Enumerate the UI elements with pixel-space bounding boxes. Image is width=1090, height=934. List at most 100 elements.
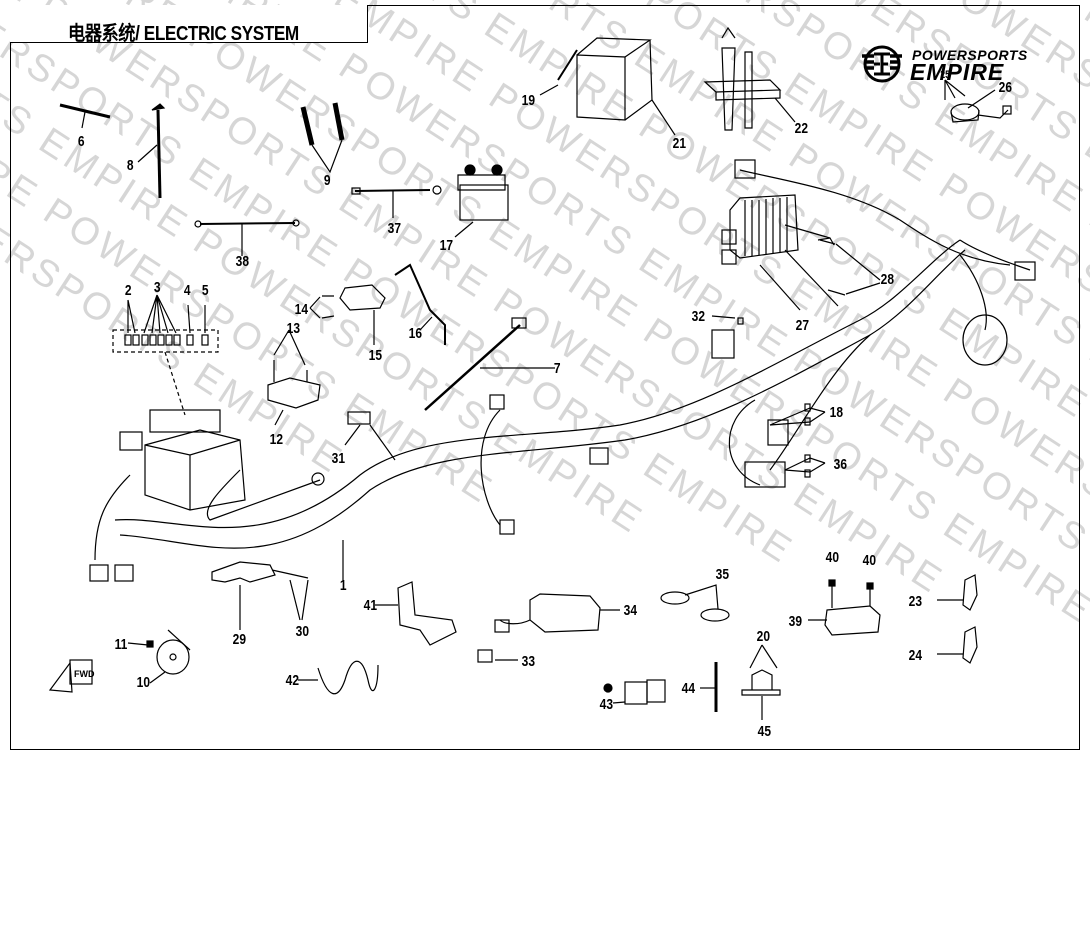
callout-39[interactable]: 39	[788, 613, 803, 630]
callout-21[interactable]: 21	[672, 135, 687, 152]
callout-2[interactable]: 2	[124, 282, 132, 299]
part-31-relay[interactable]	[344, 411, 396, 461]
part-8-cable-clip[interactable]	[137, 103, 166, 199]
part-21-battery[interactable]	[539, 37, 676, 136]
callout-33[interactable]: 33	[521, 653, 536, 670]
fuse-box[interactable]	[119, 409, 246, 511]
callout-10[interactable]: 10	[136, 674, 151, 691]
part-32-clip[interactable]	[711, 315, 744, 359]
part-41-bracket[interactable]	[375, 581, 457, 646]
brand-line1: POWERSPORTS	[912, 47, 1028, 63]
part-36-clip[interactable]	[744, 454, 826, 488]
part-7-cable-tie[interactable]	[424, 317, 555, 411]
callout-8[interactable]: 8	[126, 157, 134, 174]
callout-43[interactable]: 43	[599, 696, 614, 713]
callout-12[interactable]: 12	[269, 431, 284, 448]
callout-38[interactable]: 38	[235, 253, 250, 270]
callout-17[interactable]: 17	[439, 237, 454, 254]
callout-6[interactable]: 6	[77, 133, 85, 150]
callout-7[interactable]: 7	[553, 360, 561, 377]
callout-31[interactable]: 31	[331, 450, 346, 467]
callout-27[interactable]: 27	[795, 317, 810, 334]
part-27-regulator[interactable]	[721, 194, 839, 311]
part-34-fuse-box-assembly[interactable]	[494, 593, 620, 633]
part-6-cable-tie[interactable]	[59, 103, 111, 129]
part-30-screw[interactable]	[271, 569, 309, 621]
callout-22[interactable]: 22	[794, 120, 809, 137]
callout-15[interactable]: 15	[368, 347, 383, 364]
part-45-mounting-plate[interactable]	[741, 669, 781, 720]
callout-35[interactable]: 35	[715, 566, 730, 583]
part-29-bracket[interactable]	[211, 561, 276, 630]
part-33-connector[interactable]	[477, 649, 518, 663]
callout-32[interactable]: 32	[691, 308, 706, 325]
part-40-screw[interactable]	[828, 579, 874, 608]
callout-41[interactable]: 41	[363, 597, 378, 614]
part-43-relay-pair[interactable]	[603, 679, 666, 705]
part-23-socket[interactable]	[937, 574, 978, 611]
part-28-bolt[interactable]	[819, 239, 881, 296]
callout-23[interactable]: 23	[908, 593, 923, 610]
part-11-bolt[interactable]	[127, 640, 154, 648]
callout-28[interactable]: 28	[880, 271, 895, 288]
callout-29[interactable]: 29	[232, 631, 247, 648]
callout-34[interactable]: 34	[623, 602, 638, 619]
part-20-screw[interactable]	[749, 644, 778, 669]
callout-24[interactable]: 24	[908, 647, 923, 664]
part-39-flasher-relay[interactable]	[808, 605, 881, 636]
part-17-starter-relay[interactable]	[454, 164, 509, 238]
brand-line2: EMPIRE	[910, 59, 1005, 85]
callout-14[interactable]: 14	[294, 301, 309, 318]
part-10-horn[interactable]	[149, 629, 191, 684]
part-37-ground-cable[interactable]	[351, 185, 442, 218]
callout-40a[interactable]: 40	[825, 549, 840, 566]
callout-1[interactable]: 1	[339, 577, 347, 594]
callout-40b[interactable]: 40	[862, 552, 877, 569]
callout-42[interactable]: 42	[285, 672, 300, 689]
callout-4[interactable]: 4	[183, 282, 191, 299]
part-5-fuse[interactable]	[201, 334, 209, 346]
part-44-fuse-holder[interactable]	[700, 662, 718, 712]
callout-3[interactable]: 3	[153, 279, 161, 296]
diagram-frame	[10, 5, 1080, 750]
fwd-arrow-label: FWD	[48, 659, 95, 693]
callout-25[interactable]: 25	[940, 69, 951, 81]
callout-44[interactable]: 44	[681, 680, 696, 697]
callout-5[interactable]: 5	[201, 282, 209, 299]
brand-logo: POWERSPORTS EMPIRE	[860, 42, 1060, 87]
part-35-clamp[interactable]	[660, 584, 730, 622]
callout-45[interactable]: 45	[757, 723, 772, 740]
part-2-fuse[interactable]	[124, 334, 140, 346]
callout-26[interactable]: 26	[998, 79, 1013, 96]
part-18-clip[interactable]	[767, 403, 826, 446]
callout-30[interactable]: 30	[295, 623, 310, 640]
part-1-wire-harness[interactable]	[89, 159, 1036, 582]
part-19-vent-tube	[539, 84, 559, 96]
title-box: 电器系统/ ELECTRIC SYSTEM	[10, 5, 368, 45]
callout-11[interactable]: 11	[114, 636, 128, 653]
callout-9[interactable]: 9	[323, 172, 331, 189]
parts-diagram: POWERSPORTS EMPIRE POWERSPORTS EMPIRE PO…	[0, 0, 1090, 903]
winged-ee-emblem-icon	[862, 45, 902, 83]
fwd-label: FWD	[74, 669, 95, 679]
part-16-spark-plug-cap[interactable]	[394, 263, 446, 345]
callout-36[interactable]: 36	[833, 456, 848, 473]
callout-37[interactable]: 37	[387, 220, 402, 237]
callout-18[interactable]: 18	[829, 404, 844, 421]
part-24-socket[interactable]	[937, 626, 978, 664]
part-26-sensor[interactable]	[944, 79, 1012, 123]
callout-13[interactable]: 13	[286, 320, 301, 337]
part-3-fuse[interactable]	[141, 334, 181, 346]
callout-20[interactable]: 20	[756, 628, 771, 645]
part-22-battery-holder[interactable]	[703, 26, 796, 131]
part-38-battery-cable[interactable]	[194, 219, 300, 256]
page-title: 电器系统/ ELECTRIC SYSTEM	[68, 23, 299, 45]
callout-19[interactable]: 19	[521, 92, 536, 109]
part-9-strap[interactable]	[300, 102, 345, 174]
part-15-ignition-coil[interactable]	[309, 284, 386, 345]
part-42-spring-wire[interactable]	[298, 660, 379, 695]
callout-16[interactable]: 16	[408, 325, 423, 342]
part-12-ecu[interactable]	[267, 329, 321, 426]
fuse-inset	[112, 294, 219, 416]
part-4-fuse[interactable]	[186, 334, 194, 346]
